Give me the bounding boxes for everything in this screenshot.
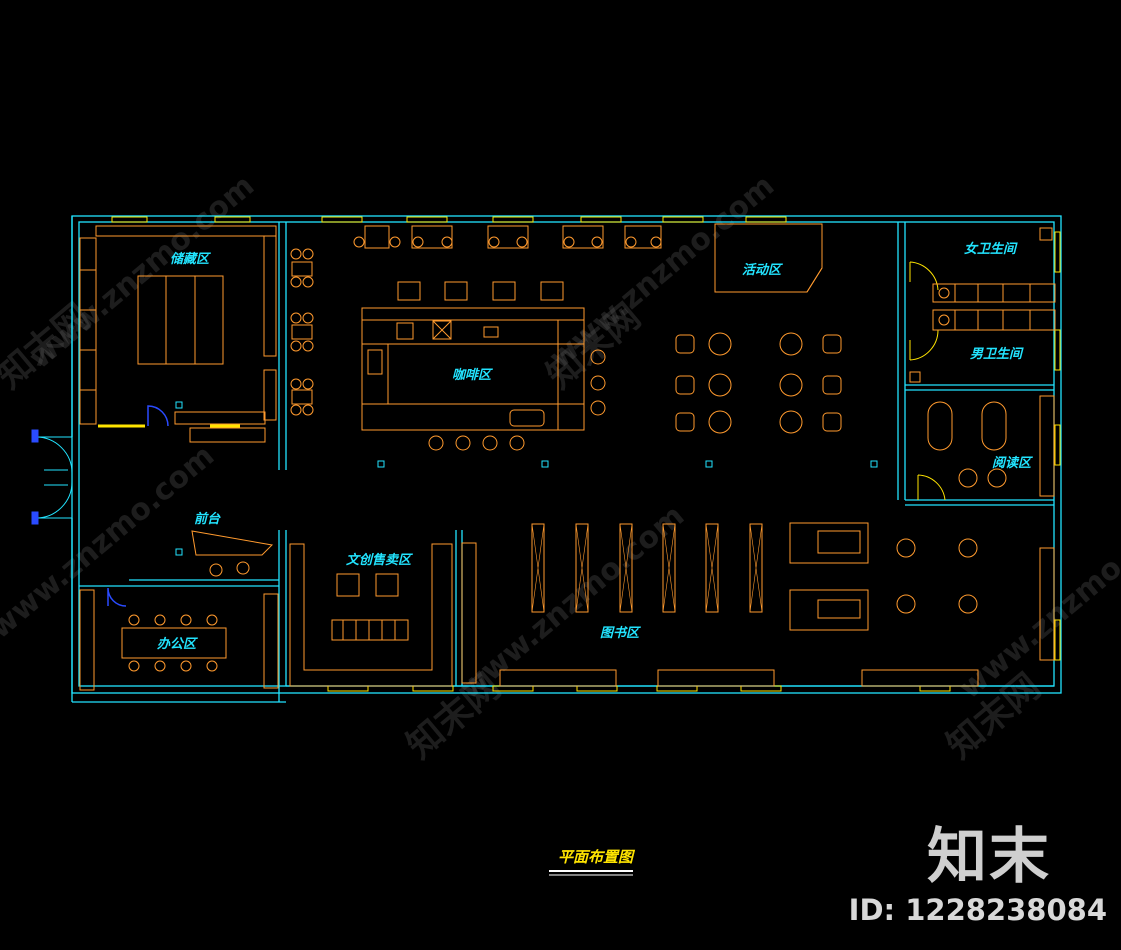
label-mens-restroom: 男卫生间 <box>970 346 1024 362</box>
label-reading: 阅读区 <box>992 455 1033 471</box>
label-office: 办公区 <box>157 636 198 652</box>
brand-id: ID: 1228238084 <box>848 893 1107 927</box>
restroom-doors <box>909 261 946 501</box>
drawing-title: 平面布置图 <box>558 848 636 866</box>
room-labels: 储藏区 活动区 女卫生间 男卫生间 咖啡区 阅读区 前台 文创售卖区 办公区 图… <box>157 241 1033 652</box>
label-womens-restroom: 女卫生间 <box>964 241 1018 257</box>
label-library: 图书区 <box>600 625 641 641</box>
label-front-desk: 前台 <box>194 511 221 527</box>
label-storage: 储藏区 <box>170 251 211 267</box>
label-cafe: 咖啡区 <box>452 367 493 383</box>
brand-logo: 知末 <box>927 822 1051 892</box>
watermark-layer: www.znzmo.com www.znzmo.com www.znzmo.co… <box>0 168 1121 767</box>
columns <box>175 401 878 556</box>
windows <box>111 216 1061 692</box>
entrance-doors <box>31 429 73 525</box>
inner-doors <box>98 405 240 607</box>
drawing-title-block: 平面布置图 <box>549 848 636 876</box>
label-activity: 活动区 <box>742 262 783 278</box>
label-stationery-sales: 文创售卖区 <box>346 552 413 568</box>
furniture <box>79 223 1056 691</box>
watermark-cn: 知末网 <box>0 296 99 397</box>
